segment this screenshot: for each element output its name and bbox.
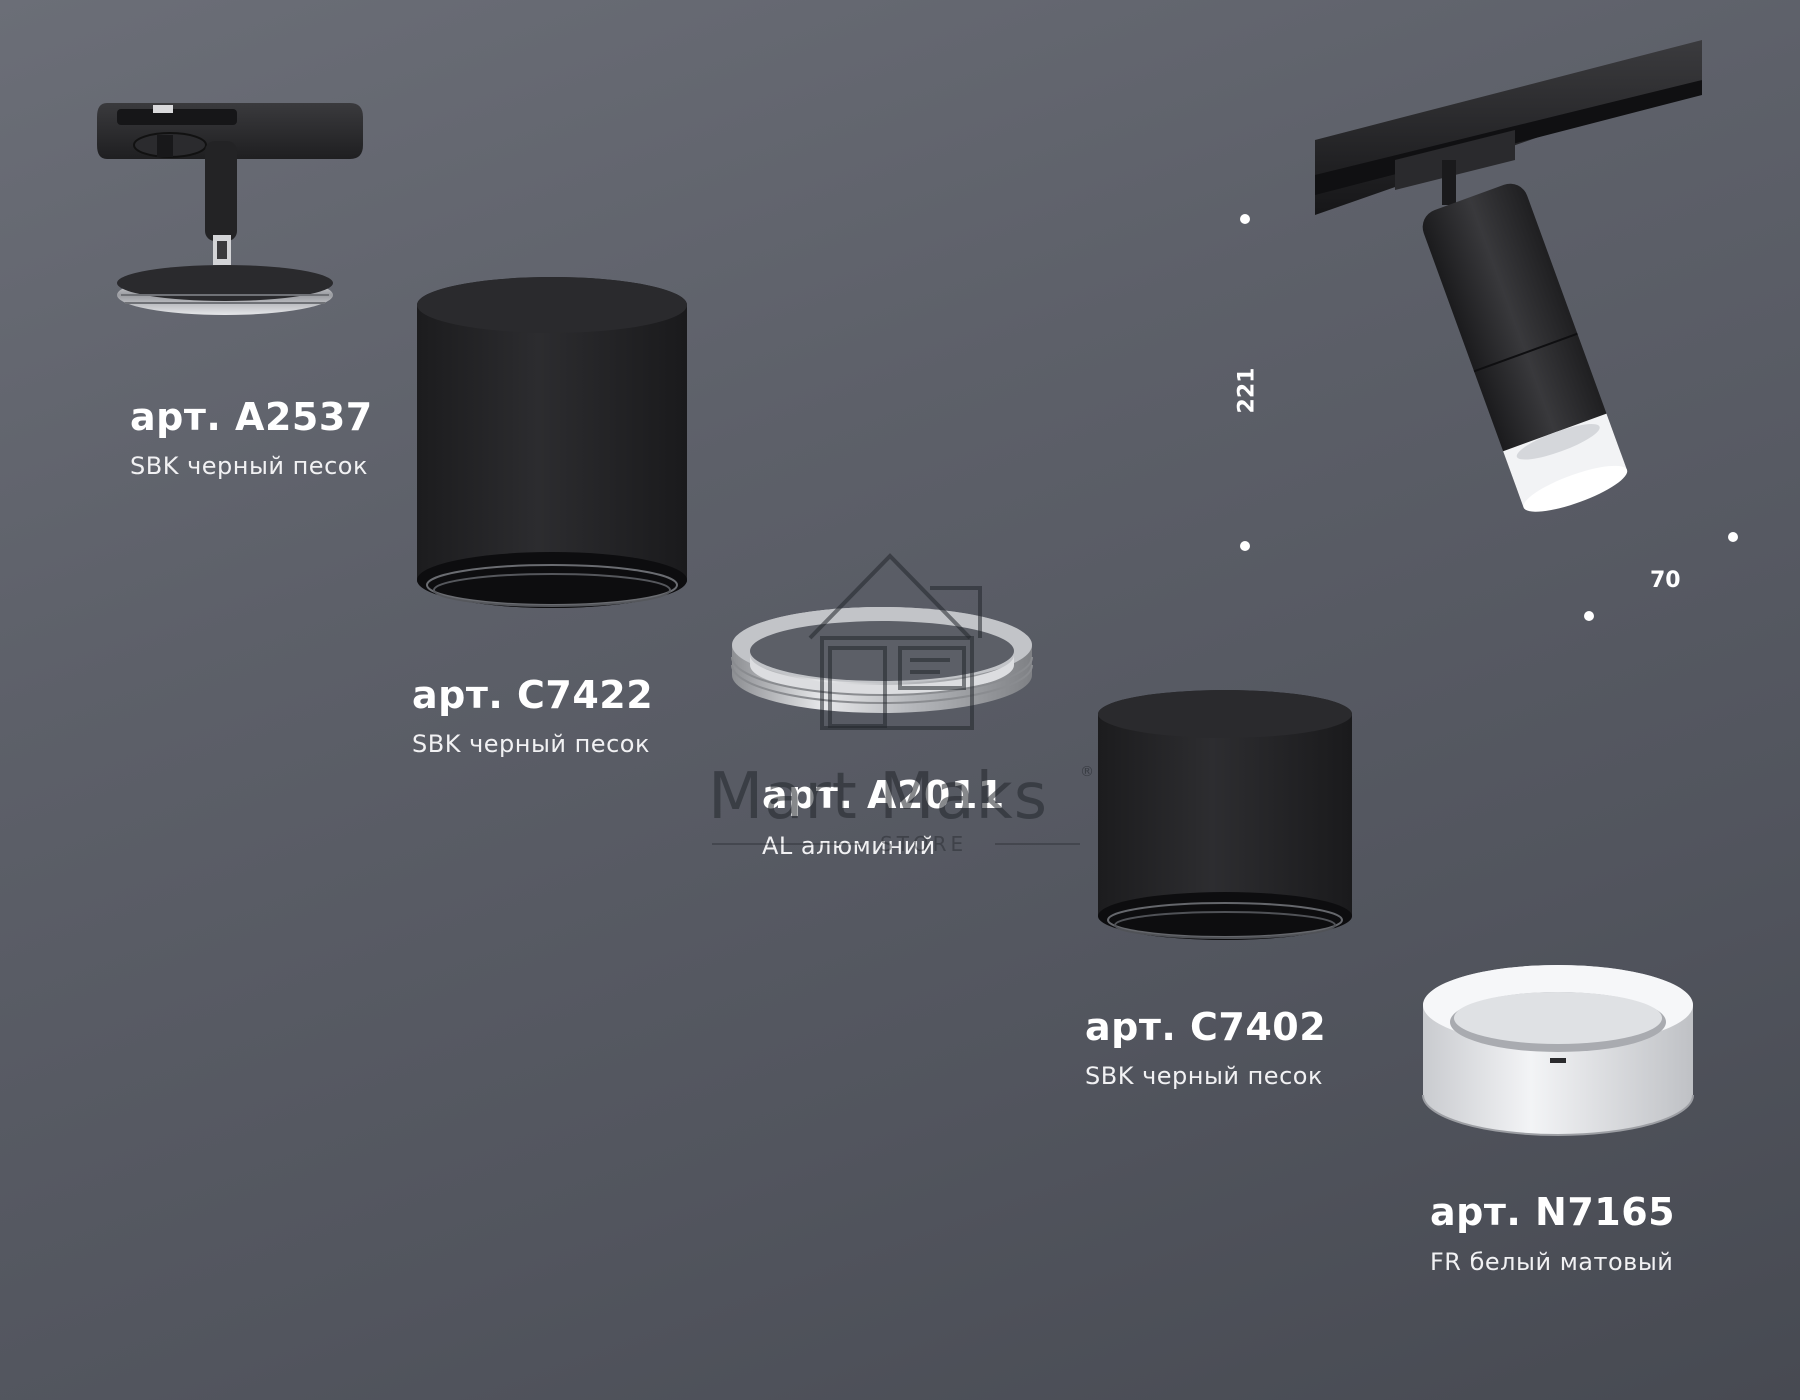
housing-c7402-image: [1098, 690, 1352, 940]
part-code-c7422: арт. C7422: [412, 673, 654, 717]
watermark-registered-mark: ®: [1080, 764, 1094, 780]
part-code-a2537: арт. A2537: [130, 395, 373, 439]
part-finish-n7165: FR белый матовый: [1430, 1248, 1674, 1276]
watermark-line-right: [995, 843, 1080, 845]
dimension-dot-height-top: [1240, 214, 1250, 224]
watermark-line-left: [712, 843, 862, 845]
part-code-c7402: арт. C7402: [1085, 1005, 1327, 1049]
part-finish-c7402: SBK черный песок: [1085, 1062, 1323, 1090]
housing-c7422-image: [417, 277, 687, 608]
part-code-n7165: арт. N7165: [1430, 1190, 1676, 1234]
dimension-dot-diameter-right: [1728, 532, 1738, 542]
dimension-dot-diameter-left: [1584, 611, 1594, 621]
watermark-tagline: STORE: [880, 832, 968, 856]
watermark-brand: Mart Maks: [708, 760, 1049, 834]
part-finish-c7422: SBK черный песок: [412, 730, 650, 758]
part-finish-a2011: AL алюминий: [762, 832, 936, 860]
track-adapter-image: [97, 103, 363, 315]
dimension-dot-height-bottom: [1240, 541, 1250, 551]
frosted-ring-image: [1422, 965, 1694, 1136]
watermark-logo-icon: [808, 553, 982, 730]
part-finish-a2537: SBK черный песок: [130, 452, 368, 480]
dimension-height-label: 221: [1234, 367, 1260, 414]
assembled-spotlight-image: [1315, 40, 1702, 512]
part-code-a2011: арт. A2011: [762, 773, 1005, 817]
dimension-diameter-label: 70: [1650, 568, 1681, 593]
